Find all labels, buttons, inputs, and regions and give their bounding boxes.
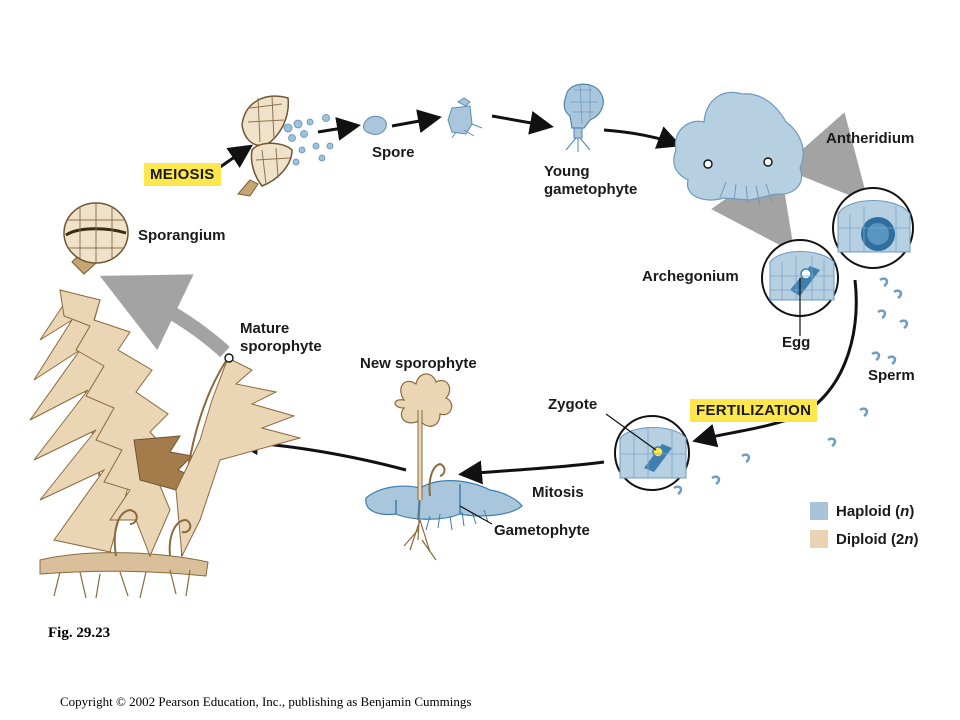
arrow-germ-to-young <box>491 111 554 135</box>
label-young-line2: gametophyte <box>544 181 638 198</box>
arrow-zygote-to-new <box>458 460 605 485</box>
label-mature-line2: sporophyte <box>240 338 322 355</box>
gametophyte-pointer-line <box>459 505 493 525</box>
zygote-pointer-line <box>605 413 657 451</box>
copyright-notice: Copyright © 2002 Pearson Education, Inc.… <box>60 694 472 709</box>
sperm-cells <box>673 277 909 496</box>
label-egg: Egg <box>782 334 811 351</box>
label-mitosis: Mitosis <box>532 484 584 501</box>
arrow-young-to-gametophyte <box>603 126 682 149</box>
gray-arrow-mature-to-sporangium <box>99 274 230 358</box>
young-gametophyte <box>563 83 604 152</box>
mature-sporophyte-fern <box>29 289 302 599</box>
legend-haploid: Haploid (n) <box>810 502 914 520</box>
label-fertilization: FERTILIZATION <box>690 399 818 422</box>
label-spore: Spore <box>372 144 415 161</box>
label-archegonium: Archegonium <box>642 268 739 285</box>
legend-diploid: Diploid (2n) <box>810 530 919 548</box>
label-mature-line1: Mature <box>240 320 290 337</box>
antheridium-marker <box>763 157 773 167</box>
sporangium-closed <box>63 202 129 275</box>
archegonium-magnified <box>761 239 839 336</box>
arrow-release-to-spore <box>317 117 361 141</box>
antheridium-magnified <box>832 187 914 269</box>
zygote-magnified <box>605 413 690 491</box>
released-spores <box>283 114 334 166</box>
label-meiosis: MEIOSIS <box>144 163 221 186</box>
legend-haploid-swatch <box>810 502 828 520</box>
label-sperm: Sperm <box>868 367 915 384</box>
label-young-line1: Young <box>544 163 590 180</box>
spore-shape <box>363 115 387 135</box>
label-sporangium: Sporangium <box>138 227 226 244</box>
archegonium-marker <box>703 159 713 169</box>
germinating-spore <box>447 97 483 139</box>
legend-haploid-label: Haploid (n) <box>836 502 915 520</box>
legend-diploid-label: Diploid (2n) <box>836 530 919 548</box>
new-sporophyte-plant <box>365 373 523 561</box>
mature-sporophyte-marker <box>224 353 234 363</box>
sporangium-opening <box>237 95 293 197</box>
mature-gametophyte <box>673 91 804 207</box>
label-antheridium: Antheridium <box>826 130 915 147</box>
legend-diploid-swatch <box>810 530 828 548</box>
label-gametophyte: Gametophyte <box>494 522 590 539</box>
label-new-sporophyte: New sporophyte <box>360 355 477 372</box>
label-zygote: Zygote <box>548 396 598 413</box>
arrow-spore-to-germ <box>391 109 442 134</box>
figure-number: Fig. 29.23 <box>48 625 111 641</box>
